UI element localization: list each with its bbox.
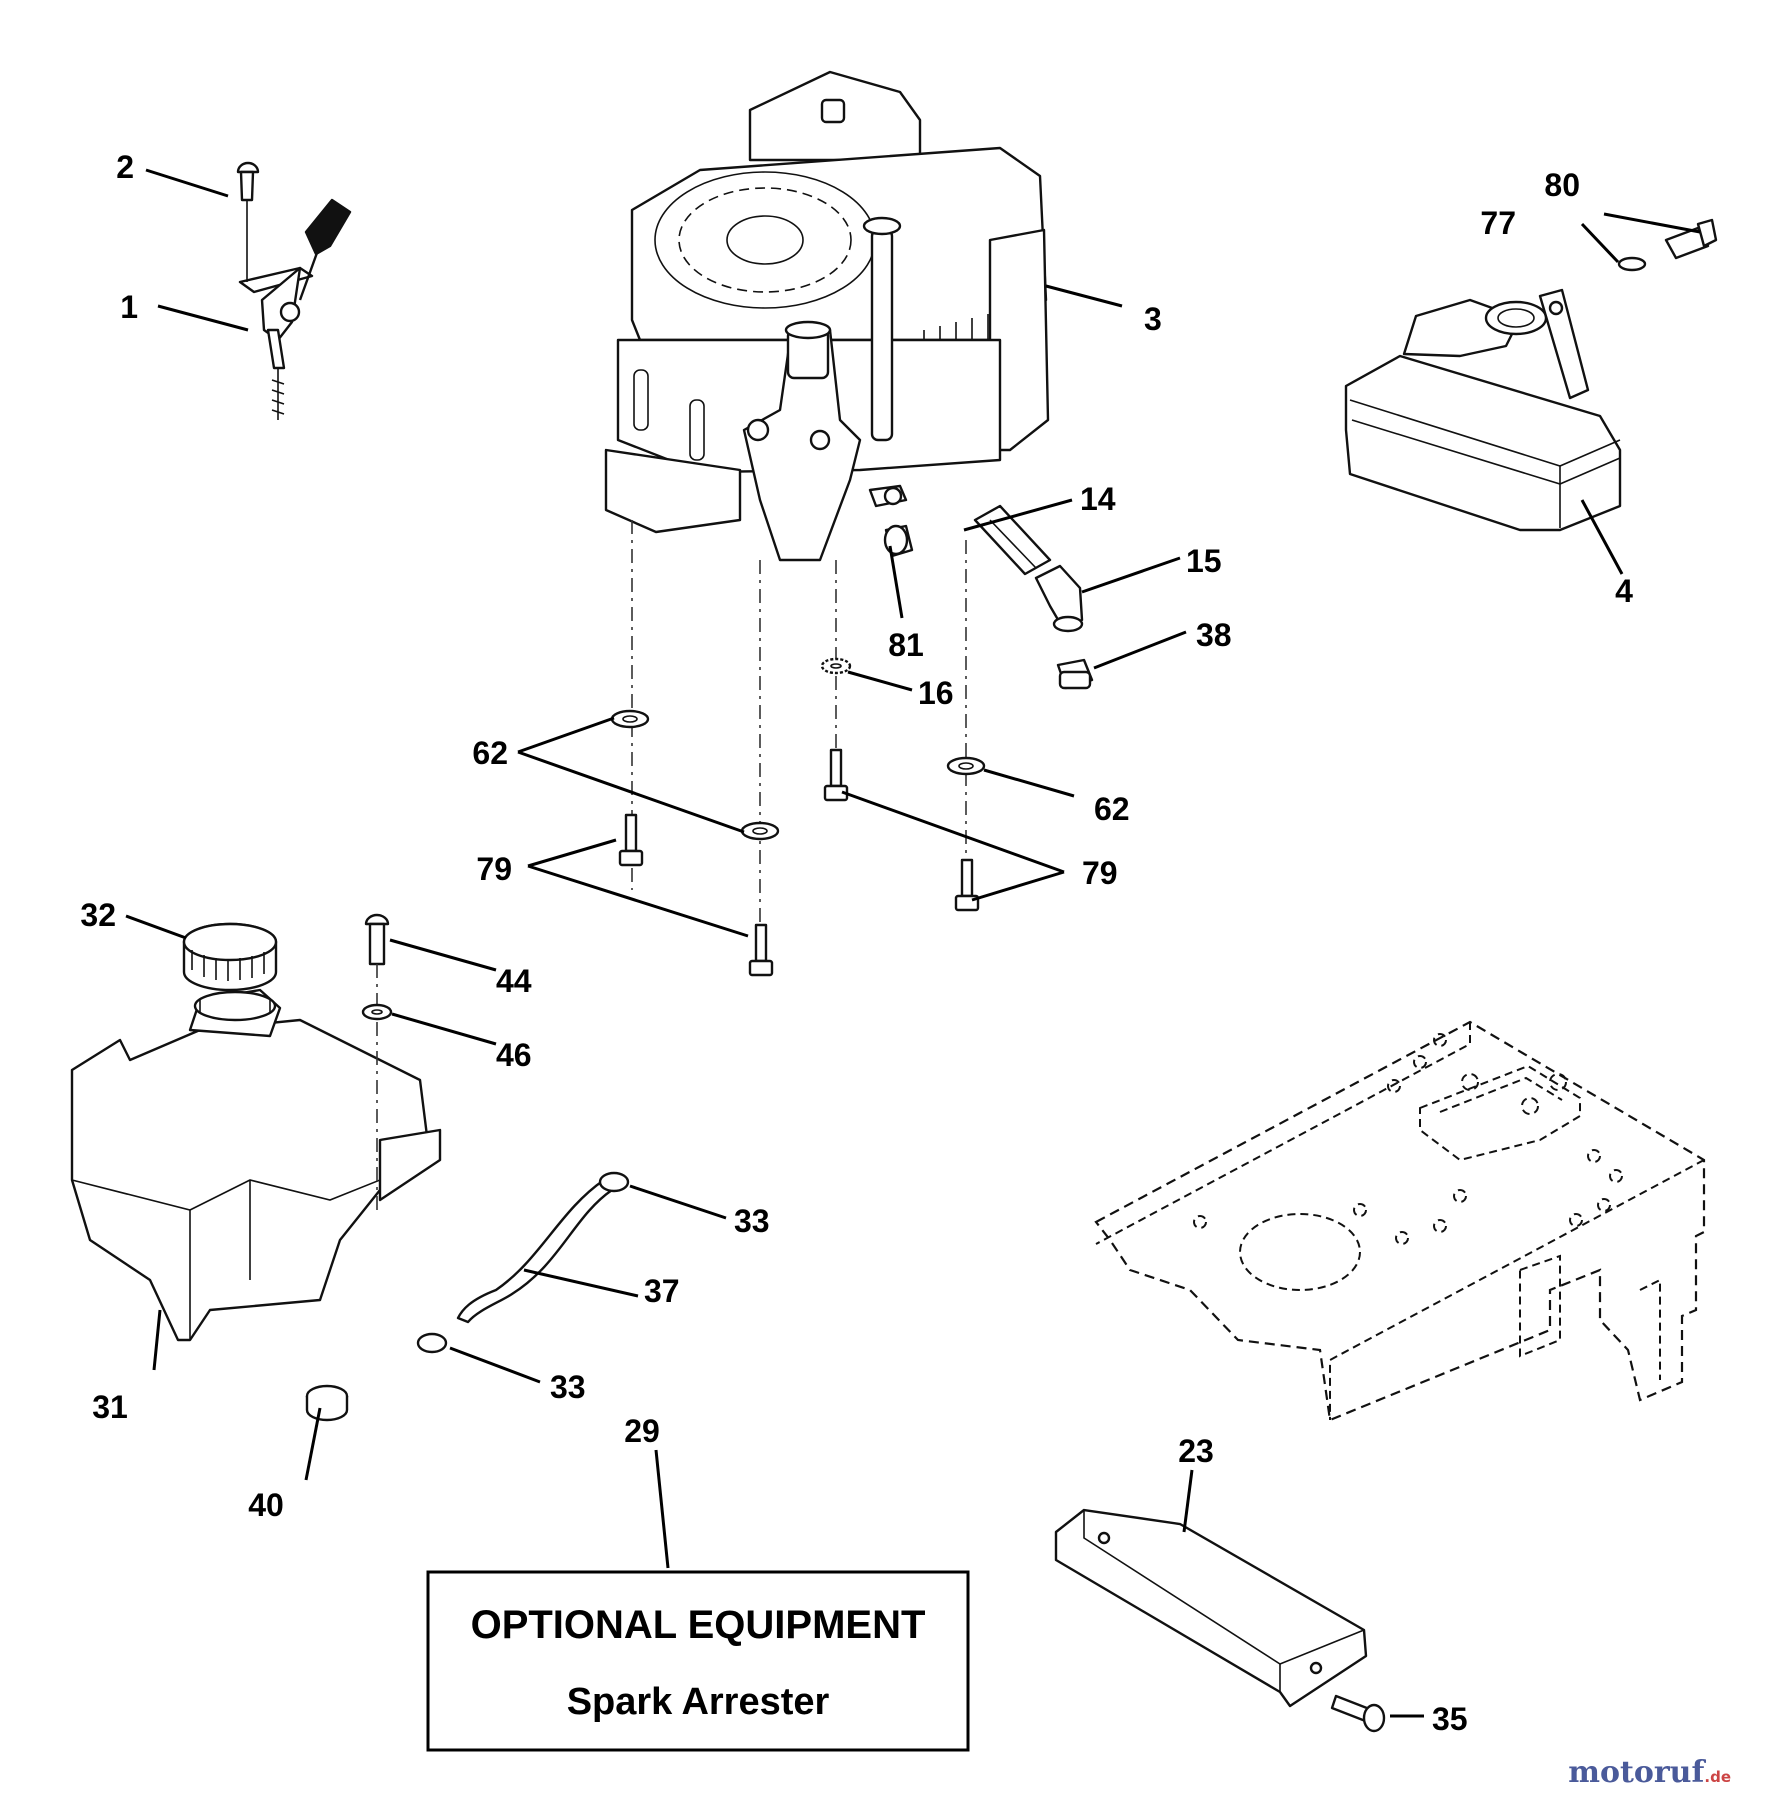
callout-62a: 62 (472, 735, 508, 771)
spark-arrester-label: Spark Arrester (567, 1681, 830, 1723)
fuel-fittings (883, 504, 1094, 690)
engine (604, 70, 1050, 562)
watermark-text: motoruf (1568, 1755, 1705, 1790)
throttle-control (236, 161, 352, 420)
callout-23: 23 (1178, 1433, 1214, 1469)
callout-15: 15 (1186, 543, 1222, 579)
callout-31: 31 (92, 1389, 128, 1425)
optional-equipment-box: OPTIONAL EQUIPMENT Spark Arrester (426, 1570, 970, 1752)
callout-1: 1 (120, 289, 138, 325)
muffler (1344, 218, 1718, 532)
callout-16: 16 (918, 675, 954, 711)
callout-labels: 1 2 3 4 14 15 16 23 29 31 32 33 33 35 37… (80, 149, 1633, 1737)
callout-37: 37 (644, 1273, 680, 1309)
fuel-tank (70, 922, 442, 1342)
callout-40: 40 (248, 1487, 284, 1523)
callout-62b: 62 (1094, 791, 1130, 827)
leader-lines (125, 168, 1701, 1718)
lockwasher-16 (820, 657, 852, 675)
callout-32: 32 (80, 897, 116, 933)
callout-81: 81 (888, 627, 924, 663)
callout-38: 38 (1196, 617, 1232, 653)
callout-4: 4 (1615, 573, 1633, 609)
callout-35: 35 (1432, 1701, 1468, 1737)
chassis-frame (1094, 1020, 1706, 1422)
mount-centerlines (631, 520, 967, 960)
callout-29: 29 (624, 1413, 660, 1449)
callout-14: 14 (1080, 481, 1116, 517)
callout-79a: 79 (476, 851, 512, 887)
fuel-line (416, 1171, 630, 1354)
heat-shield (1054, 1508, 1368, 1708)
washers-62 (610, 709, 986, 841)
watermark-logo: motoruf.de (1568, 1755, 1731, 1790)
bolts-79 (618, 748, 980, 977)
callout-46: 46 (496, 1037, 532, 1073)
callout-33a: 33 (734, 1203, 770, 1239)
grommet-40 (305, 1384, 349, 1422)
callout-44: 44 (496, 963, 532, 999)
callout-77: 77 (1480, 205, 1516, 241)
callout-2: 2 (116, 149, 134, 185)
tank-screw (361, 913, 393, 1210)
watermark-suffix: .de (1704, 1768, 1731, 1786)
callout-80: 80 (1544, 167, 1580, 203)
callout-3: 3 (1144, 301, 1162, 337)
screw-35 (1330, 1694, 1386, 1733)
callout-79b: 79 (1082, 855, 1118, 891)
optional-equipment-title: OPTIONAL EQUIPMENT (471, 1603, 926, 1647)
callout-33b: 33 (550, 1369, 586, 1405)
